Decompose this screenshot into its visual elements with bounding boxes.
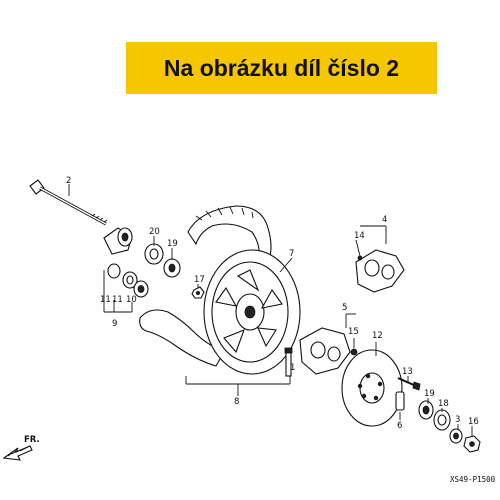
- label-4: 4: [382, 215, 387, 225]
- valve-part[interactable]: [284, 347, 293, 377]
- bearing-stack-part[interactable]: [107, 263, 149, 298]
- direction-label: FR.: [24, 435, 40, 445]
- nut-part[interactable]: [191, 286, 205, 299]
- label-18: 18: [438, 399, 449, 409]
- dust-seal-part[interactable]: [144, 243, 164, 265]
- label-20: 20: [149, 227, 160, 237]
- label-2: 2: [66, 176, 71, 186]
- label-14: 14: [354, 231, 365, 241]
- label-13: 13: [402, 367, 413, 377]
- label-9: 9: [112, 319, 117, 329]
- label-11-b: 11: [112, 295, 123, 305]
- collar-part[interactable]: [395, 391, 405, 411]
- banner-text: Na obrázku díl číslo 2: [163, 54, 400, 81]
- side-collar-part[interactable]: [449, 428, 463, 444]
- label-17: 17: [194, 275, 205, 285]
- label-11-a: 11: [100, 295, 111, 305]
- label-16: 16: [468, 417, 479, 427]
- label-1: 1: [290, 363, 295, 373]
- label-10: 10: [126, 295, 137, 305]
- axle-bolt-part[interactable]: [29, 179, 108, 226]
- axle-nut-part[interactable]: [463, 435, 481, 453]
- diagram-code: XS49-P1500: [450, 475, 496, 484]
- label-15: 15: [348, 327, 359, 337]
- label-12: 12: [372, 331, 383, 341]
- label-19-left: 19: [167, 239, 178, 249]
- label-19-right: 19: [424, 389, 435, 399]
- label-3: 3: [455, 415, 460, 425]
- brake-disc-part[interactable]: [341, 349, 403, 427]
- distance-collar-part[interactable]: [103, 227, 133, 255]
- label-7: 7: [289, 249, 294, 259]
- part-number-labels: 2 20 19 17 7 11 11 10 9 8 1 4 14 5 15 12…: [66, 176, 479, 431]
- bearing-left-part[interactable]: [163, 258, 181, 278]
- leader-lines: [68, 184, 473, 436]
- part-number-banner: Na obrázku díl číslo 2: [126, 42, 437, 94]
- caliper-upper-part[interactable]: [355, 239, 405, 293]
- label-5: 5: [342, 303, 347, 313]
- label-8: 8: [234, 397, 239, 407]
- oil-seal-part[interactable]: [433, 409, 451, 431]
- label-6: 6: [397, 421, 402, 431]
- wheel-rim-part[interactable]: [203, 249, 301, 375]
- disc-bolt-part[interactable]: [397, 377, 421, 391]
- bearing-right-part[interactable]: [418, 400, 434, 420]
- front-direction-arrow: FR.: [2, 435, 40, 461]
- caliper-lower-part[interactable]: [299, 327, 358, 375]
